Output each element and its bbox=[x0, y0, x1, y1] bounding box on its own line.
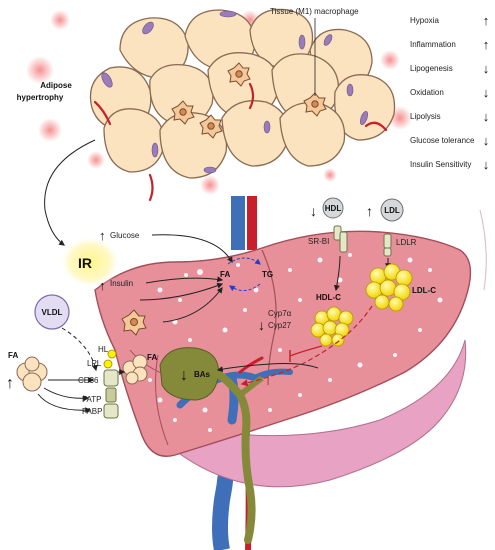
insulin-label: Insulin bbox=[110, 279, 133, 288]
fa-input-arrows bbox=[139, 234, 233, 323]
effect-label: Lipogenesis bbox=[410, 64, 453, 73]
hypertrophy-label: hypertrophy bbox=[17, 93, 64, 102]
effect-arrow: ↓ bbox=[483, 133, 490, 148]
effect-label: Insulin Sensitivity bbox=[410, 160, 471, 169]
srbi-to-hdlc-arrow bbox=[333, 255, 341, 292]
liver-macrophage bbox=[121, 309, 147, 336]
macrophage-label: Tissue (M1) macrophage bbox=[270, 7, 359, 16]
hdl-label: HDL bbox=[325, 204, 342, 213]
vldl-particle bbox=[34, 294, 70, 330]
hdlc-label: HDL-C bbox=[316, 293, 341, 302]
vldl-to-lpl-arrow bbox=[61, 327, 98, 372]
effects-list: Hypoxia ↑ Inflammation ↑ Lipogenesis ↓ Oxidati… bbox=[410, 13, 489, 172]
srbi-label: SR-BI bbox=[308, 237, 329, 246]
fa-droplet-liver bbox=[122, 354, 148, 385]
srbi-receptor bbox=[333, 225, 348, 253]
effect-arrow: ↓ bbox=[483, 85, 490, 100]
effect-label: Inflammation bbox=[410, 40, 456, 49]
ldlc-label: LDL-C bbox=[412, 286, 436, 295]
bas-down-arrow: ↓ bbox=[180, 367, 188, 384]
ldl-cholesterol-droplets bbox=[365, 263, 413, 312]
fa-left-up-arrow: ↑ bbox=[6, 375, 14, 392]
ldlr-receptor bbox=[383, 233, 392, 257]
gallbladder bbox=[159, 347, 264, 544]
cholesterol-to-ba-arrow bbox=[216, 363, 319, 373]
glucose-label: Glucose bbox=[110, 231, 140, 240]
effect-label: Oxidation bbox=[410, 88, 444, 97]
fatp-label: FATP bbox=[82, 395, 101, 404]
effect-arrow: ↑ bbox=[483, 13, 490, 28]
ir-label: IR bbox=[78, 255, 92, 271]
effect-arrow: ↓ bbox=[483, 157, 490, 172]
fa-to-tg-arrow bbox=[227, 257, 261, 265]
effect-arrow: ↑ bbox=[483, 37, 490, 52]
fa-droplet-left bbox=[16, 356, 48, 392]
fa-left-label: FA bbox=[8, 351, 18, 360]
cd36-label: CD36 bbox=[78, 376, 99, 385]
fa-liver-label: FA bbox=[220, 270, 230, 279]
cyp7a-label: Cyp7α bbox=[268, 309, 292, 318]
hdl-particle bbox=[322, 197, 344, 219]
adipose-to-ir-arrow bbox=[44, 139, 96, 246]
adipose-tissue bbox=[89, 8, 396, 179]
adipose-vessels bbox=[93, 82, 388, 202]
cyp-down-arrow: ↓ bbox=[258, 317, 265, 333]
macrophage-cells bbox=[171, 62, 327, 139]
ldl-label: LDL bbox=[384, 206, 400, 215]
fa-small-label: FA bbox=[147, 353, 157, 362]
glucose-up-arrow: ↑ bbox=[99, 228, 106, 243]
hdl-down-arrow: ↓ bbox=[310, 203, 317, 219]
fabp-label: FABP bbox=[82, 407, 102, 416]
insulin-up-arrow: ↑ bbox=[99, 278, 106, 293]
membrane-transporters bbox=[103, 349, 119, 419]
ir-glow bbox=[60, 236, 120, 288]
effect-arrow: ↓ bbox=[483, 109, 490, 124]
adipose-label: Adipose bbox=[40, 81, 72, 90]
vldl-label: VLDL bbox=[42, 308, 63, 317]
hl-label: HL bbox=[98, 345, 109, 354]
effect-arrow: ↓ bbox=[483, 61, 490, 76]
hdl-cholesterol-droplets bbox=[310, 306, 354, 347]
ldlr-label: LDLR bbox=[396, 238, 417, 247]
bas-label: BAs bbox=[194, 370, 211, 379]
effect-label: Glucose tolerance bbox=[410, 136, 475, 145]
tg-to-fa-arrow bbox=[229, 283, 261, 292]
ldl-up-arrow: ↑ bbox=[366, 203, 373, 219]
cyp27-label: Cyp27 bbox=[268, 321, 292, 330]
tg-label: TG bbox=[262, 270, 273, 279]
ldl-particle bbox=[380, 198, 404, 222]
lpl-label: LPL bbox=[87, 359, 102, 368]
fa-transport-arrows bbox=[37, 377, 95, 414]
effect-label: Hypoxia bbox=[410, 16, 439, 25]
adipocyte-nuclei bbox=[101, 10, 368, 174]
effect-label: Lipolysis bbox=[410, 112, 441, 121]
liver-edge-curve bbox=[479, 209, 487, 291]
hdlc-inhibition-line bbox=[289, 345, 323, 357]
